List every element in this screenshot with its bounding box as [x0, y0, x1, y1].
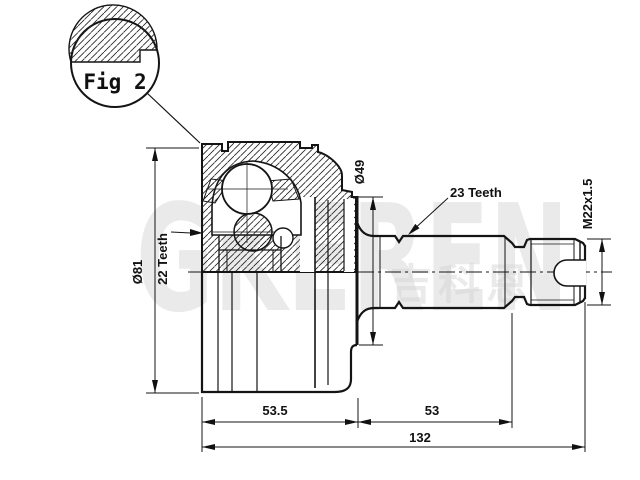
label-housing-length: 53.5 — [262, 403, 287, 418]
label-thread: M22x1.5 — [580, 179, 595, 230]
label-boot-seat-diameter: Ø49 — [352, 160, 367, 185]
label-shaft-spline: 23 Teeth — [450, 185, 502, 200]
shaft-top-outline — [355, 221, 586, 249]
stub-shaft — [355, 221, 587, 323]
bell-housing-section — [201, 141, 359, 388]
dim-shaft-spline: 23 Teeth — [408, 185, 502, 235]
dim-inner-spline: 22 Teeth — [155, 229, 203, 285]
fig-leader-line — [146, 92, 201, 144]
dim-boot-seat-diameter: Ø49 — [350, 160, 383, 346]
fig-label: Fig 2 — [83, 70, 146, 94]
label-inner-spline: 22 Teeth — [155, 233, 170, 285]
label-total-length: 132 — [409, 430, 431, 445]
dim-lengths: 53.5 53 132 — [201, 302, 586, 452]
shaft-bottom-outline — [355, 295, 586, 323]
label-outer-diameter: Ø81 — [130, 260, 145, 285]
bell-housing-exterior — [200, 272, 358, 394]
track-detail-circle — [272, 227, 294, 249]
fig-hatch-section — [68, 4, 158, 63]
fig-callout: Fig 2 — [68, 4, 201, 144]
label-spline-shaft-length: 53 — [425, 403, 439, 418]
housing-lower-outline — [200, 272, 358, 394]
dim-thread: M22x1.5 — [580, 179, 611, 306]
bore-opening — [300, 197, 315, 272]
rim-relief — [344, 199, 354, 272]
cotter-slot — [553, 259, 586, 287]
dim-outer-diameter: Ø81 — [130, 147, 199, 394]
dimension-annotations: Ø81 22 Teeth Ø49 23 Teeth — [130, 147, 611, 452]
